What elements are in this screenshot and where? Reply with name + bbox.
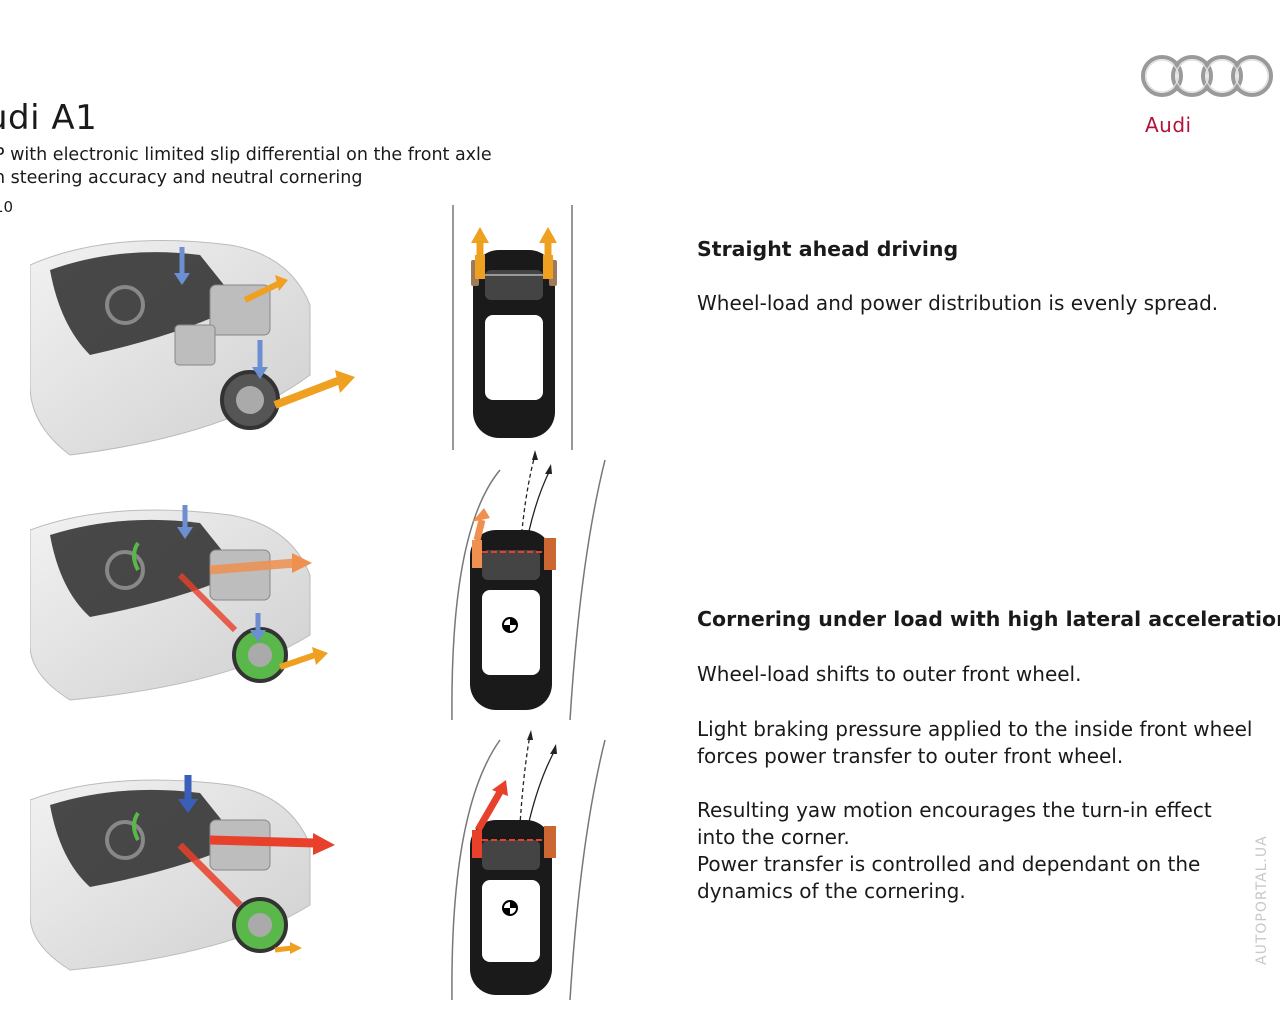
watermark-text: AUTOPORTAL.UA — [1254, 835, 1270, 965]
subtitle-line-2: h steering accuracy and neutral cornerin… — [0, 168, 363, 188]
section-text-wheel-load: Wheel-load shifts to outer front wheel. — [697, 662, 1082, 686]
topview-straight-diagram — [452, 205, 573, 450]
section-text-yaw: Resulting yaw motion encourages the turn… — [697, 798, 1212, 903]
four-rings-logo-icon — [1141, 55, 1273, 97]
subtitle-line-1: P with electronic limited slip different… — [0, 145, 492, 165]
section-text-braking: Light braking pressure applied to the in… — [697, 717, 1253, 768]
cutaway-cornering-illustration — [30, 505, 328, 701]
cutaway-yaw-illustration — [30, 775, 335, 971]
cutaway-straight-illustration — [30, 240, 355, 456]
section-text-straight: Wheel-load and power distribution is eve… — [697, 291, 1219, 315]
section-heading-cornering: Cornering under load with high lateral a… — [697, 607, 1280, 631]
logo-wordmark: Audi — [1145, 113, 1192, 137]
topview-yaw-diagram — [451, 730, 606, 1000]
watermark: AUTOPORTAL.UA — [1254, 835, 1270, 965]
page-title: udi A1 — [0, 98, 98, 138]
year-label: 10 — [0, 198, 14, 216]
section-heading-straight: Straight ahead driving — [697, 237, 959, 261]
topview-cornering-diagram — [451, 450, 606, 720]
